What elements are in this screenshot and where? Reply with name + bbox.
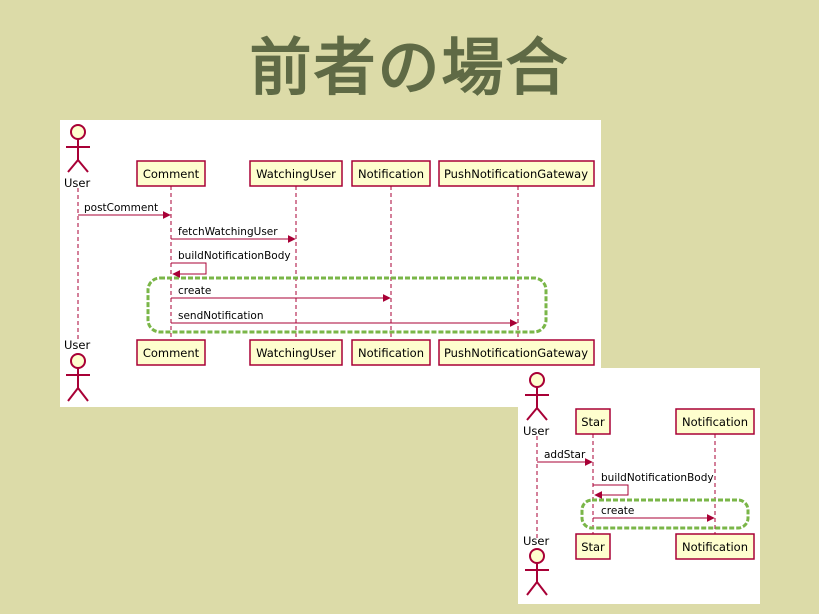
- sequence-diagram-star: User Star Notification addStar buildNoti…: [518, 368, 760, 604]
- actor-user-bottom-icon: [66, 353, 90, 402]
- participant-comment-top: Comment: [143, 167, 200, 181]
- msg-buildnotificationbody-label: buildNotificationBody: [178, 250, 291, 262]
- sequence-diagram-comment: User Comment WatchingUser Notification P…: [60, 120, 601, 407]
- participant-notification-bottom: Notification: [682, 540, 748, 554]
- msg-create-label: create: [178, 285, 211, 297]
- highlight-group: [580, 498, 750, 530]
- participant-user-top: User: [64, 176, 90, 190]
- participant-notification-top: Notification: [358, 167, 424, 181]
- msg-sendnotification-label: sendNotification: [178, 310, 264, 322]
- msg-buildnotificationbody-arrow: [171, 262, 207, 278]
- msg-postcomment-label: postComment: [84, 202, 158, 214]
- actor-user-top-icon: [66, 124, 90, 173]
- highlight-group: [146, 276, 548, 334]
- participant-notification-top: Notification: [682, 415, 748, 429]
- actor-user-top-icon: [525, 372, 549, 421]
- participant-star-top: Star: [581, 415, 605, 429]
- msg-fetchwatchinguser-label: fetchWatchingUser: [178, 226, 278, 238]
- participant-pushgateway-bottom: PushNotificationGateway: [444, 346, 588, 360]
- participant-user-bottom: User: [64, 338, 90, 352]
- participant-boxes-top: [136, 160, 595, 187]
- actor-user-bottom-icon: [525, 548, 549, 596]
- msg-create-label: create: [601, 505, 634, 517]
- participant-watchinguser-bottom: WatchingUser: [256, 346, 336, 360]
- participant-user-bottom: User: [523, 534, 549, 548]
- slide-title: 前者の場合: [249, 31, 570, 104]
- participant-watchinguser-top: WatchingUser: [256, 167, 336, 181]
- participant-user-top: User: [523, 424, 549, 438]
- participant-pushgateway-top: PushNotificationGateway: [444, 167, 588, 181]
- msg-buildnotificationbody-arrow: [593, 484, 629, 499]
- participant-boxes-bottom: [136, 339, 595, 366]
- msg-addstar-label: addStar: [544, 449, 586, 461]
- msg-buildnotificationbody-label: buildNotificationBody: [601, 472, 714, 484]
- participant-star-bottom: Star: [581, 540, 605, 554]
- participant-comment-bottom: Comment: [143, 346, 200, 360]
- participant-notification-bottom: Notification: [358, 346, 424, 360]
